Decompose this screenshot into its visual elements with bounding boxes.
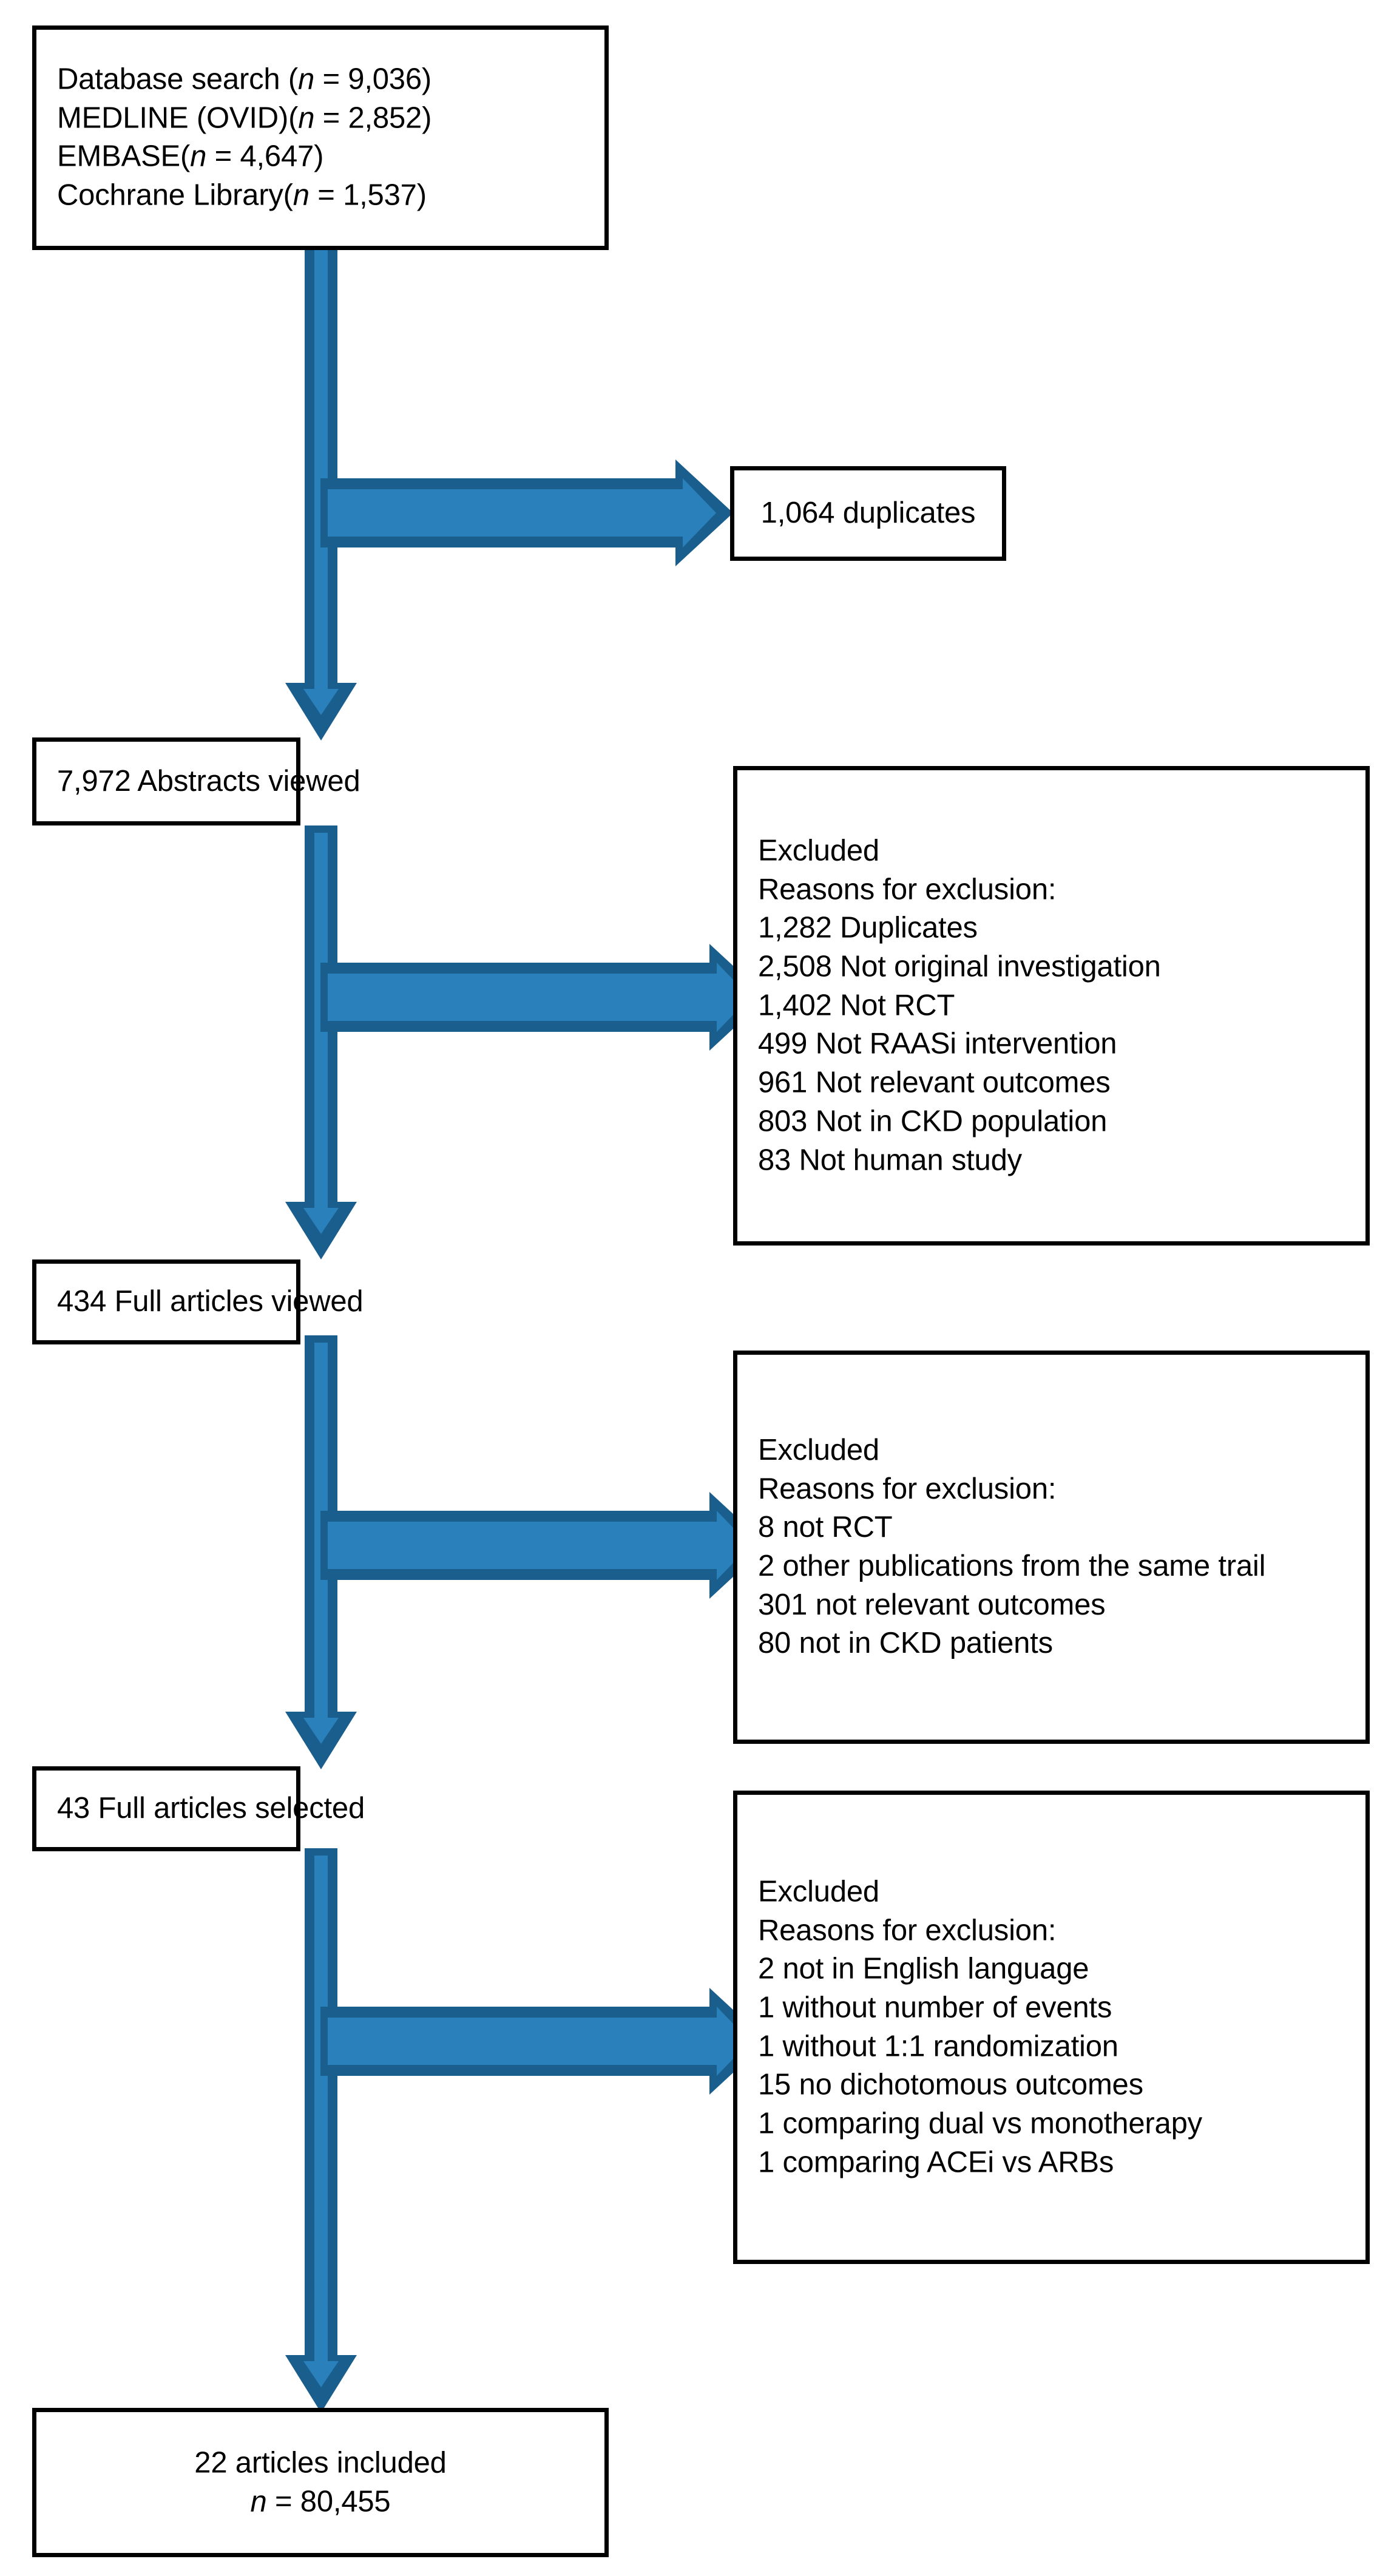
- arrow-to-excluded-abstracts: [320, 944, 767, 1051]
- node-excluded-abstracts: Excluded Reasons for exclusion: 1,282 Du…: [733, 766, 1370, 1246]
- identification-line2-suffix: = 2,852): [314, 101, 432, 135]
- excluded-full-articles-heading: Excluded: [758, 1433, 879, 1466]
- excluded-abstracts-reason-3: 1,402 Not RCT: [758, 989, 955, 1022]
- node-excluded-selected: Excluded Reasons for exclusion: 2 not in…: [733, 1791, 1370, 2264]
- excluded-selected-reason-4: 15 no dichotomous outcomes: [758, 2068, 1143, 2101]
- identification-line1-prefix: Database search (: [57, 63, 298, 96]
- identification-line-embase: EMBASE(n = 4,647): [57, 138, 584, 177]
- identification-line1-n: n: [297, 63, 315, 96]
- arrow-identification-to-abstracts: [285, 91, 357, 744]
- duplicates-label: 1,064 duplicates: [760, 497, 976, 530]
- included-line-n: n = 80,455: [57, 2483, 584, 2521]
- full-articles-selected-label: 43 Full articles selected: [57, 1792, 365, 1825]
- excluded-selected-reason-1: 2 not in English language: [758, 1952, 1089, 1985]
- excluded-full-articles-reason-2: 2 other publications from the same trail: [758, 1550, 1266, 1582]
- node-full-articles-viewed-content: 434 Full articles viewed: [36, 1283, 364, 1321]
- included-n-value: = 80,455: [266, 2485, 391, 2518]
- node-full-articles-viewed: 434 Full articles viewed: [32, 1259, 364, 1344]
- identification-line-cochrane: Cochrane Library(n = 1,537): [57, 177, 584, 215]
- arrow-selected-to-included: [285, 1848, 357, 2416]
- identification-line3-n: n: [190, 140, 207, 173]
- excluded-selected-reason-6: 1 comparing ACEi vs ARBs: [758, 2146, 1114, 2179]
- excluded-selected-reason-5: 1 comparing dual vs monotherapy: [758, 2107, 1202, 2140]
- excluded-full-articles-reason-1: 8 not RCT: [758, 1511, 893, 1544]
- node-abstracts-viewed: 7,972 Abstracts viewed: [32, 737, 360, 825]
- node-excluded-selected-content: Excluded Reasons for exclusion: 2 not in…: [737, 1873, 1365, 2182]
- excluded-full-articles-reason-4: 80 not in CKD patients: [758, 1627, 1053, 1660]
- included-line-articles: 22 articles included: [194, 2446, 447, 2479]
- arrow-to-excluded-full-articles: [320, 1492, 767, 1599]
- identification-line2-prefix: MEDLINE (OVID)(: [57, 101, 299, 135]
- identification-line4-prefix: Cochrane Library(: [57, 178, 293, 212]
- node-included-content: 22 articles included n = 80,455: [36, 2444, 604, 2521]
- excluded-selected-reason-3: 1 without 1:1 randomization: [758, 2030, 1118, 2062]
- excluded-abstracts-reason-4: 499 Not RAASi intervention: [758, 1027, 1117, 1060]
- excluded-selected-heading: Excluded: [758, 1875, 879, 1908]
- arrow-to-excluded-selected: [320, 1988, 767, 2095]
- node-duplicates-content: 1,064 duplicates: [734, 494, 1002, 533]
- excluded-abstracts-reason-7: 83 Not human study: [758, 1143, 1022, 1176]
- excluded-selected-subheading: Reasons for exclusion:: [758, 1913, 1057, 1947]
- node-included: 22 articles included n = 80,455: [32, 2408, 609, 2557]
- full-articles-viewed-label: 434 Full articles viewed: [57, 1285, 364, 1318]
- identification-line-database-search: Database search (n = 9,036): [57, 61, 584, 100]
- node-full-articles-selected-content: 43 Full articles selected: [36, 1789, 365, 1828]
- identification-line4-suffix: = 1,537): [309, 178, 427, 212]
- excluded-abstracts-reason-2: 2,508 Not original investigation: [758, 950, 1161, 983]
- identification-line3-suffix: = 4,647): [206, 140, 324, 173]
- excluded-full-articles-reason-3: 301 not relevant outcomes: [758, 1588, 1106, 1621]
- identification-line1-suffix: = 9,036): [314, 63, 432, 96]
- node-excluded-full-articles-content: Excluded Reasons for exclusion: 8 not RC…: [737, 1431, 1365, 1663]
- node-excluded-abstracts-content: Excluded Reasons for exclusion: 1,282 Du…: [737, 832, 1365, 1179]
- node-full-articles-selected: 43 Full articles selected: [32, 1766, 365, 1851]
- excluded-full-articles-subheading: Reasons for exclusion:: [758, 1472, 1057, 1505]
- included-n-symbol: n: [250, 2485, 267, 2518]
- arrow-abstracts-to-full-articles: [285, 825, 357, 1263]
- node-abstracts-viewed-content: 7,972 Abstracts viewed: [36, 762, 360, 801]
- excluded-selected-reason-2: 1 without number of events: [758, 1991, 1112, 2024]
- identification-line4-n: n: [293, 178, 310, 212]
- excluded-abstracts-reason-6: 803 Not in CKD population: [758, 1105, 1108, 1138]
- node-excluded-full-articles: Excluded Reasons for exclusion: 8 not RC…: [733, 1351, 1370, 1744]
- excluded-abstracts-heading: Excluded: [758, 834, 879, 867]
- abstracts-viewed-label: 7,972 Abstracts viewed: [57, 764, 360, 798]
- excluded-abstracts-reason-1: 1,282 Duplicates: [758, 911, 978, 944]
- node-duplicates: 1,064 duplicates: [730, 466, 1006, 561]
- identification-line3-prefix: EMBASE(: [57, 140, 191, 173]
- identification-line-medline: MEDLINE (OVID)(n = 2,852): [57, 99, 584, 138]
- identification-line2-n: n: [298, 101, 315, 135]
- excluded-abstracts-subheading: Reasons for exclusion:: [758, 873, 1057, 906]
- excluded-abstracts-reason-5: 961 Not relevant outcomes: [758, 1066, 1111, 1099]
- node-identification-content: Database search (n = 9,036) MEDLINE (OVI…: [36, 61, 604, 215]
- node-identification: Database search (n = 9,036) MEDLINE (OVI…: [32, 25, 609, 250]
- arrow-to-duplicates: [320, 459, 733, 566]
